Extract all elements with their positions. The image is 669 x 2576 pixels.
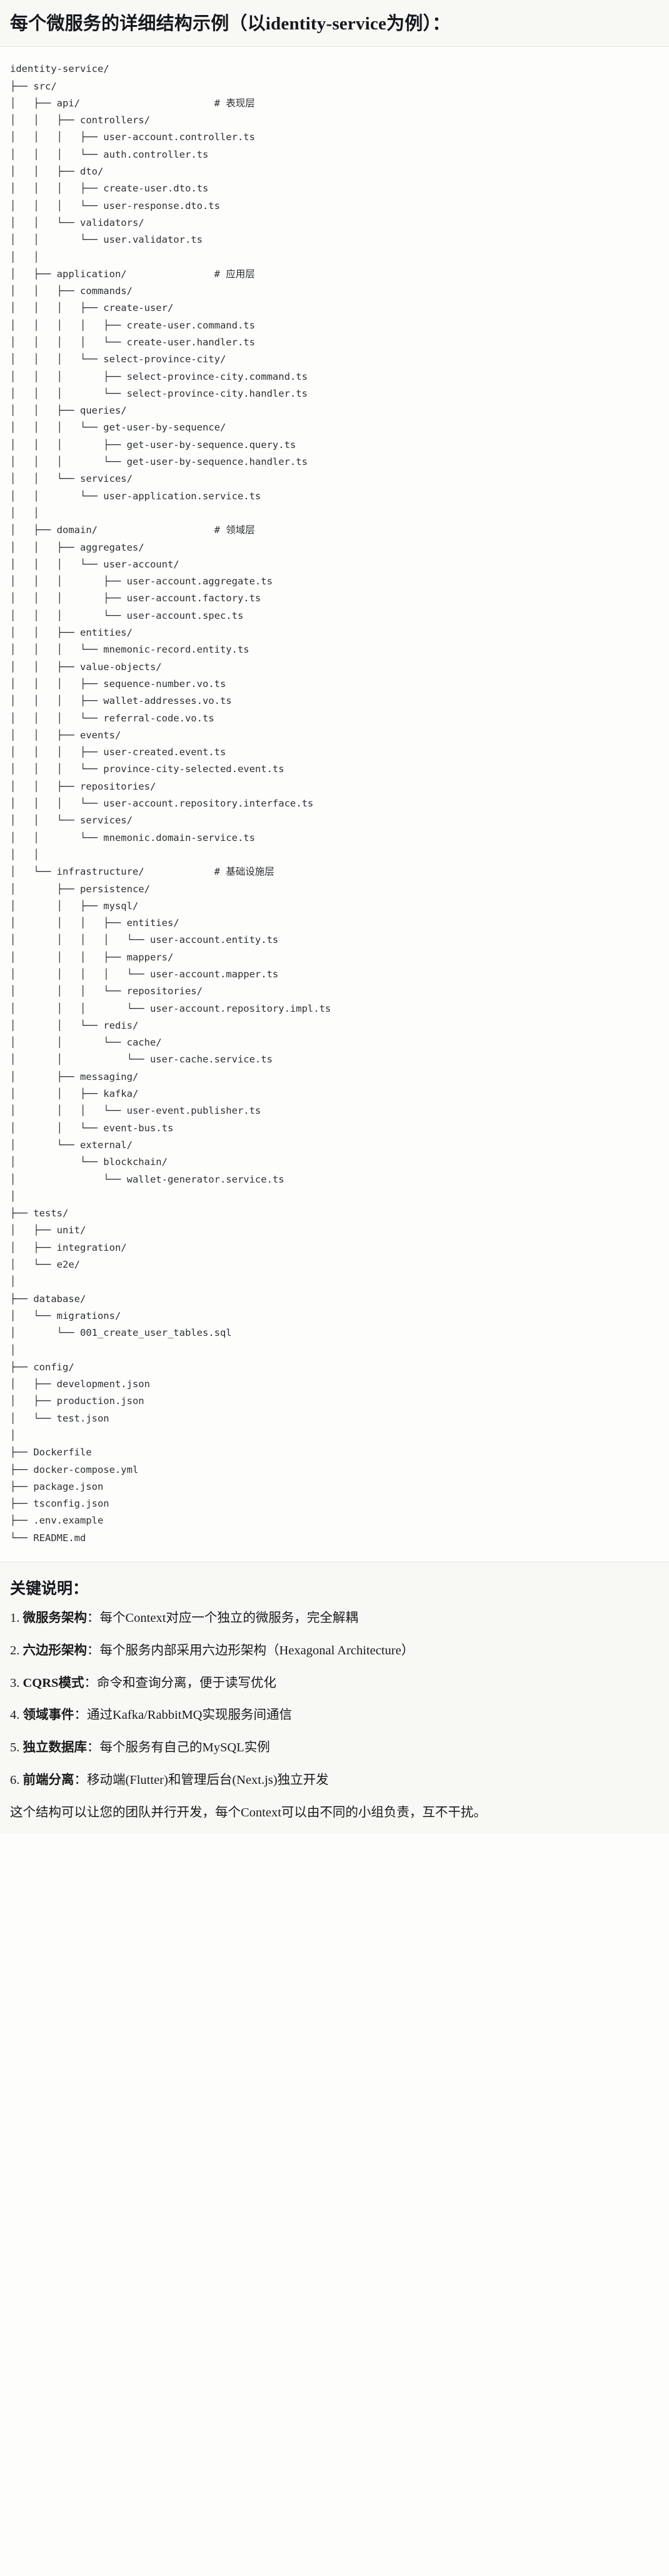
key-point-item: 领域事件：通过Kafka/RabbitMQ实现服务间通信: [10, 1706, 659, 1725]
key-point-item: 六边形架构：每个服务内部采用六边形架构（Hexagonal Architectu…: [10, 1641, 659, 1661]
key-point-desc: ：每个服务内部采用六边形架构（Hexagonal Architecture）: [87, 1643, 415, 1657]
directory-tree-block: identity-service/ ├── src/ │ ├── api/ # …: [0, 47, 669, 1563]
key-point-item: CQRS模式：命令和查询分离，便于读写优化: [10, 1674, 659, 1693]
key-points-footer: 这个结构可以让您的团队并行开发，每个Context可以由不同的小组负责，互不干扰…: [10, 1805, 486, 1820]
key-point-term: 微服务架构: [23, 1611, 88, 1626]
key-point-desc: ：每个Context对应一个独立的微服务，完全解耦: [87, 1611, 358, 1626]
key-point-term: CQRS模式: [23, 1676, 84, 1690]
key-point-desc: ：移动端(Flutter)和管理后台(Next.js)独立开发: [74, 1773, 329, 1787]
key-point-desc: ：命令和查询分离，便于读写优化: [84, 1676, 276, 1690]
page-root: 每个微服务的详细结构示例（以identity-service为例）： ident…: [0, 0, 669, 1833]
directory-tree: identity-service/ ├── src/ │ ├── api/ # …: [10, 63, 331, 1544]
key-points-list: 微服务架构：每个Context对应一个独立的微服务，完全解耦 六边形架构：每个服…: [10, 1609, 659, 1790]
key-points-title: 关键说明：: [10, 1581, 89, 1598]
key-point-item: 前端分离：移动端(Flutter)和管理后台(Next.js)独立开发: [10, 1771, 659, 1790]
key-point-desc: ：通过Kafka/RabbitMQ实现服务间通信: [74, 1708, 292, 1723]
key-point-term: 领域事件: [23, 1708, 74, 1723]
key-point-item: 微服务架构：每个Context对应一个独立的微服务，完全解耦: [10, 1609, 659, 1628]
key-points-section: 关键说明： 微服务架构：每个Context对应一个独立的微服务，完全解耦 六边形…: [0, 1562, 669, 1834]
key-point-term: 前端分离: [23, 1773, 74, 1787]
key-point-term: 独立数据库: [23, 1741, 88, 1755]
header-band: 每个微服务的详细结构示例（以identity-service为例）：: [0, 0, 669, 48]
page-title: 每个微服务的详细结构示例（以identity-service为例）：: [10, 14, 451, 34]
key-point-desc: ：每个服务有自己的MySQL实例: [87, 1741, 270, 1755]
key-point-term: 六边形架构: [23, 1643, 88, 1657]
key-point-item: 独立数据库：每个服务有自己的MySQL实例: [10, 1738, 659, 1758]
